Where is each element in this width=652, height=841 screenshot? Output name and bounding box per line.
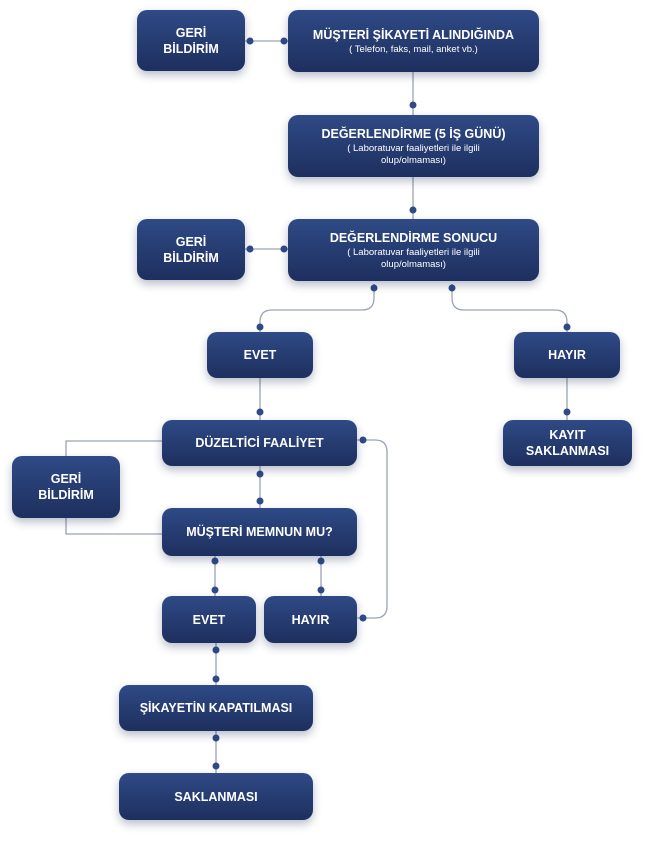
node-label: DEĞERLENDİRME (5 İŞ GÜNÜ) xyxy=(321,126,506,141)
connector-hayir-duzeltici-loop xyxy=(357,439,388,619)
connector-sonuc-hayir xyxy=(451,284,568,332)
node-degerlendirme-sonucu: DEĞERLENDİRME SONUCU ( Laboratuvar faali… xyxy=(288,219,539,281)
node-sikayetin-kapatilmasi: ŞİKAYETİN KAPATILMASI xyxy=(119,685,313,731)
node-label: GERİ BİLDİRİM xyxy=(163,25,219,56)
node-geri-bildirim-2: GERİ BİLDİRİM xyxy=(137,219,245,280)
node-degerlendirme: DEĞERLENDİRME (5 İŞ GÜNÜ) ( Laboratuvar … xyxy=(288,115,539,177)
node-evet-1: EVET xyxy=(207,332,313,378)
node-label: SAKLANMASI xyxy=(174,789,258,804)
connector-dots xyxy=(211,37,571,770)
node-sublabel: ( Laboratuvar faaliyetleri ile ilgili ol… xyxy=(347,246,480,270)
node-hayir-2: HAYIR xyxy=(264,596,357,643)
node-label: HAYIR xyxy=(291,612,330,627)
node-label: EVET xyxy=(192,612,226,627)
node-label: HAYIR xyxy=(548,348,586,362)
node-label: MÜŞTERİ MEMNUN MU? xyxy=(186,525,333,539)
node-label: DÜZELTİCİ FAALİYET xyxy=(195,436,324,450)
node-sublabel: ( Telefon, faks, mail, anket vb.) xyxy=(349,43,478,55)
node-musteri-memnun-mu: MÜŞTERİ MEMNUN MU? xyxy=(162,508,357,556)
node-geri-bildirim-3: GERİ BİLDİRİM xyxy=(12,456,120,518)
node-hayir-1: HAYIR xyxy=(514,332,620,378)
node-sublabel: ( Laboratuvar faaliyetleri ile ilgili ol… xyxy=(347,142,480,166)
connector-sonuc-evet xyxy=(259,284,375,332)
node-sikayet-alindiginda: MÜŞTERİ ŞİKAYETİ ALINDIĞINDA ( Telefon, … xyxy=(288,10,539,72)
node-label: GERİ BİLDİRİM xyxy=(38,472,94,502)
node-label: EVET xyxy=(243,348,277,362)
node-evet-2: EVET xyxy=(162,596,256,643)
node-label: ŞİKAYETİN KAPATILMASI xyxy=(139,701,293,715)
node-label: MÜŞTERİ ŞİKAYETİ ALINDIĞINDA xyxy=(312,27,515,42)
node-label: DEĞERLENDİRME SONUCU xyxy=(329,230,498,245)
node-geri-bildirim-1: GERİ BİLDİRİM xyxy=(137,10,245,71)
node-duzeltici-faaliyet: DÜZELTİCİ FAALİYET xyxy=(162,420,357,466)
node-saklanmasi: SAKLANMASI xyxy=(119,773,313,820)
node-label: KAYIT SAKLANMASI xyxy=(525,428,610,458)
node-kayit-saklanmasi: KAYIT SAKLANMASI xyxy=(503,420,632,466)
node-label: GERİ BİLDİRİM xyxy=(163,234,219,265)
